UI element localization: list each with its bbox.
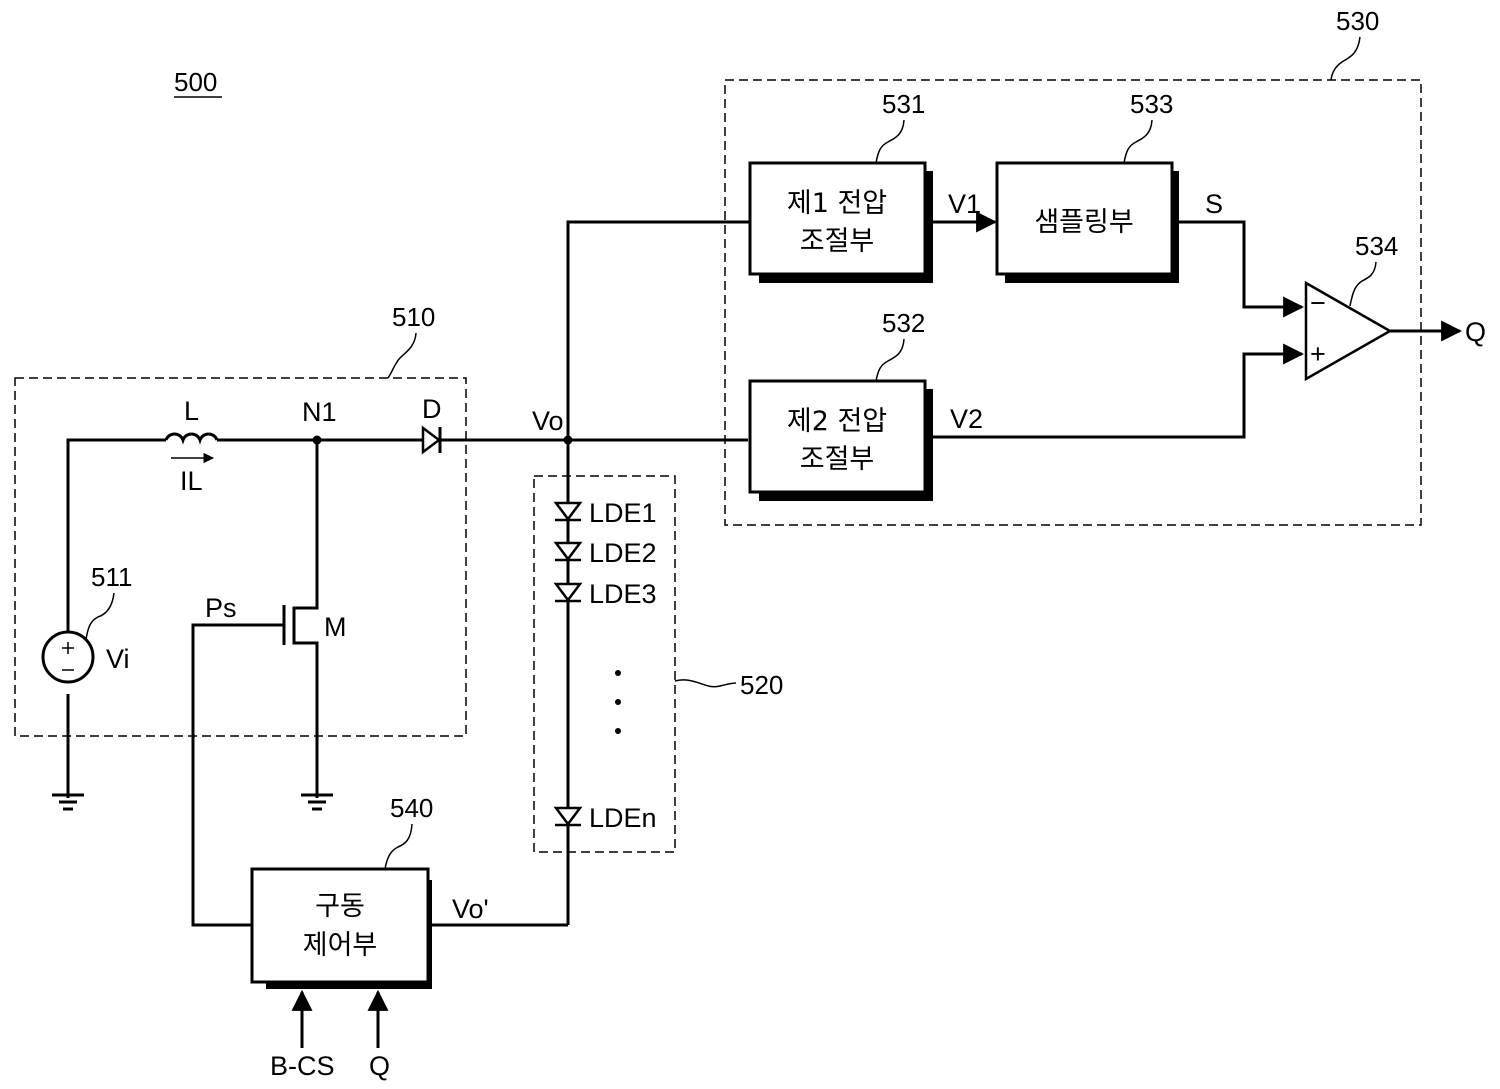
led-diode: LDEn bbox=[555, 803, 657, 833]
block-533-ref: 533 bbox=[1130, 89, 1173, 119]
led-label: LDEn bbox=[589, 803, 657, 833]
led-diode: LDE3 bbox=[555, 579, 657, 609]
led-diode: LDE1 bbox=[555, 498, 657, 528]
v1-label: V1 bbox=[948, 189, 981, 219]
led-diode-icon bbox=[556, 584, 580, 600]
ellipsis-dot bbox=[615, 670, 621, 676]
svg-text:제어부: 제어부 bbox=[303, 930, 378, 961]
detector-ref: 530 bbox=[1336, 6, 1379, 36]
vo-wire bbox=[568, 222, 750, 440]
led-string-ref: 520 bbox=[740, 670, 783, 700]
feedback-label: Vo' bbox=[452, 894, 489, 924]
first-voltage-regulator-531: 제1 전압 조절부 bbox=[750, 163, 933, 283]
diode-icon bbox=[423, 427, 440, 453]
leader-line bbox=[1124, 120, 1152, 163]
plus-sign: + bbox=[1310, 339, 1326, 369]
block-531-ref: 531 bbox=[882, 89, 925, 119]
ellipsis-dot bbox=[615, 699, 621, 705]
second-voltage-regulator-532: 제2 전압 조절부 bbox=[750, 381, 933, 501]
minus-sign: − bbox=[1310, 288, 1326, 318]
led-diode: LDE2 bbox=[555, 538, 657, 568]
svg-text:제1 전압: 제1 전압 bbox=[787, 188, 887, 219]
svg-text:500: 500 bbox=[174, 67, 217, 97]
leader-line bbox=[675, 680, 736, 687]
ellipsis-dot bbox=[615, 728, 621, 734]
inductor-icon bbox=[166, 434, 217, 440]
leader-line bbox=[1350, 262, 1376, 306]
detector-530: 530 제1 전압 조절부 531 V1 샘플링부 533 S 제2 전압 조절… bbox=[725, 6, 1486, 525]
leader-line bbox=[876, 120, 904, 163]
inductor-label: L bbox=[184, 396, 199, 426]
s-label: S bbox=[1205, 189, 1223, 219]
led-diode-icon bbox=[556, 808, 580, 824]
converter-boundary bbox=[15, 378, 466, 736]
output-voltage-label: Vo bbox=[532, 406, 564, 436]
v2-label: V2 bbox=[950, 404, 983, 434]
converter-ref: 510 bbox=[392, 302, 435, 332]
driver-ref: 540 bbox=[390, 793, 433, 823]
q-output-label: Q bbox=[1465, 317, 1486, 347]
source-ref: 511 bbox=[91, 562, 132, 592]
led-label: LDE3 bbox=[589, 579, 657, 609]
svg-text:조절부: 조절부 bbox=[800, 444, 875, 475]
leader-line bbox=[86, 593, 114, 640]
led-string-520: LDE1LDE2LDE3LDEn 520 bbox=[534, 440, 783, 925]
bcs-input-label: B-CS bbox=[270, 1051, 335, 1081]
q-input-label: Q bbox=[369, 1051, 390, 1081]
current-label: IL bbox=[180, 466, 203, 496]
led-label: LDE1 bbox=[589, 498, 657, 528]
block-534-ref: 534 bbox=[1355, 231, 1398, 261]
diode-label: D bbox=[422, 394, 442, 424]
gate-signal-label: Ps bbox=[205, 593, 237, 623]
node-label: N1 bbox=[302, 397, 337, 427]
driver-540: 구동 제어부 bbox=[252, 869, 432, 989]
led-string-boundary bbox=[534, 476, 675, 852]
switch-label: M bbox=[324, 612, 347, 642]
block-532-ref: 532 bbox=[882, 308, 925, 338]
leader-line bbox=[1331, 37, 1360, 80]
figure-ref: 500 bbox=[174, 67, 222, 97]
sampler-533: 샘플링부 bbox=[997, 163, 1179, 283]
led-diode-icon bbox=[556, 543, 580, 559]
led-label: LDE2 bbox=[589, 538, 657, 568]
comparator-534: − + bbox=[1306, 283, 1390, 379]
source-label: Vi bbox=[106, 644, 130, 674]
svg-text:구동: 구동 bbox=[315, 891, 365, 922]
leader-line bbox=[385, 824, 412, 869]
svg-text:샘플링부: 샘플링부 bbox=[1034, 207, 1133, 238]
leader-line bbox=[876, 339, 904, 381]
svg-text:조절부: 조절부 bbox=[800, 226, 875, 257]
leader-line bbox=[388, 333, 416, 378]
svg-text:제2 전압: 제2 전압 bbox=[787, 406, 887, 437]
led-diode-icon bbox=[556, 503, 580, 519]
